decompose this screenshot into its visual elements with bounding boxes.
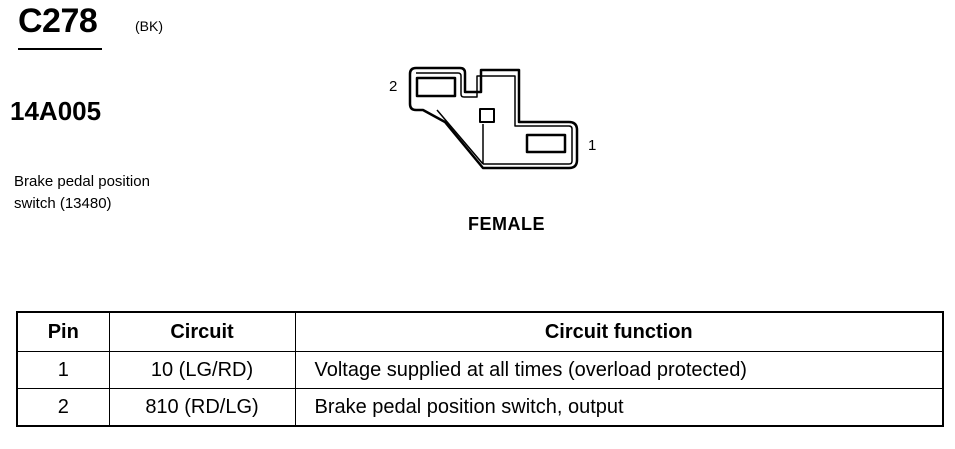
header-circuit-function: Circuit function: [294, 311, 944, 352]
connector-gender-label: FEMALE: [468, 214, 545, 234]
pin-table: Pin Circuit Circuit function 1 10 (LG/RD…: [16, 311, 944, 427]
part-number: 14A005: [10, 96, 102, 126]
pin-cell: 2: [16, 388, 110, 427]
pin-table-header-row: Pin Circuit Circuit function: [16, 311, 944, 352]
connector-housing-bevel: [436, 109, 484, 165]
connector-housing-inner-line: [416, 72, 573, 165]
terminal-cavity-1: [525, 133, 567, 154]
pin-cell: 1: [16, 351, 110, 389]
connector-face-drawing: 2 1: [389, 66, 596, 170]
connector-id: C278: [18, 2, 98, 40]
component-description-line-1: Brake pedal position: [14, 173, 150, 190]
circuit-function-cell: Brake pedal position switch, output: [294, 388, 944, 427]
pin-callout-1: 1: [588, 137, 596, 154]
connector-id-underline: [18, 48, 102, 50]
connector-latch: [479, 108, 495, 123]
header-circuit: Circuit: [108, 311, 296, 352]
circuit-cell: 810 (RD/LG): [108, 388, 296, 427]
connector-color-code: (BK): [135, 18, 163, 34]
table-row: 1 10 (LG/RD) Voltage supplied at all tim…: [16, 351, 944, 389]
circuit-function-cell: Voltage supplied at all times (overload …: [294, 351, 944, 389]
header-pin: Pin: [16, 311, 110, 352]
component-description-line-2: switch (13480): [14, 195, 112, 212]
table-row: 2 810 (RD/LG) Brake pedal position switc…: [16, 388, 944, 427]
connector-housing-outline: [408, 66, 579, 170]
component-description: Brake pedal position switch (13480): [14, 171, 214, 215]
circuit-cell: 10 (LG/RD): [108, 351, 296, 389]
terminal-cavity-2: [415, 76, 457, 98]
pin-callout-2: 2: [389, 78, 397, 95]
